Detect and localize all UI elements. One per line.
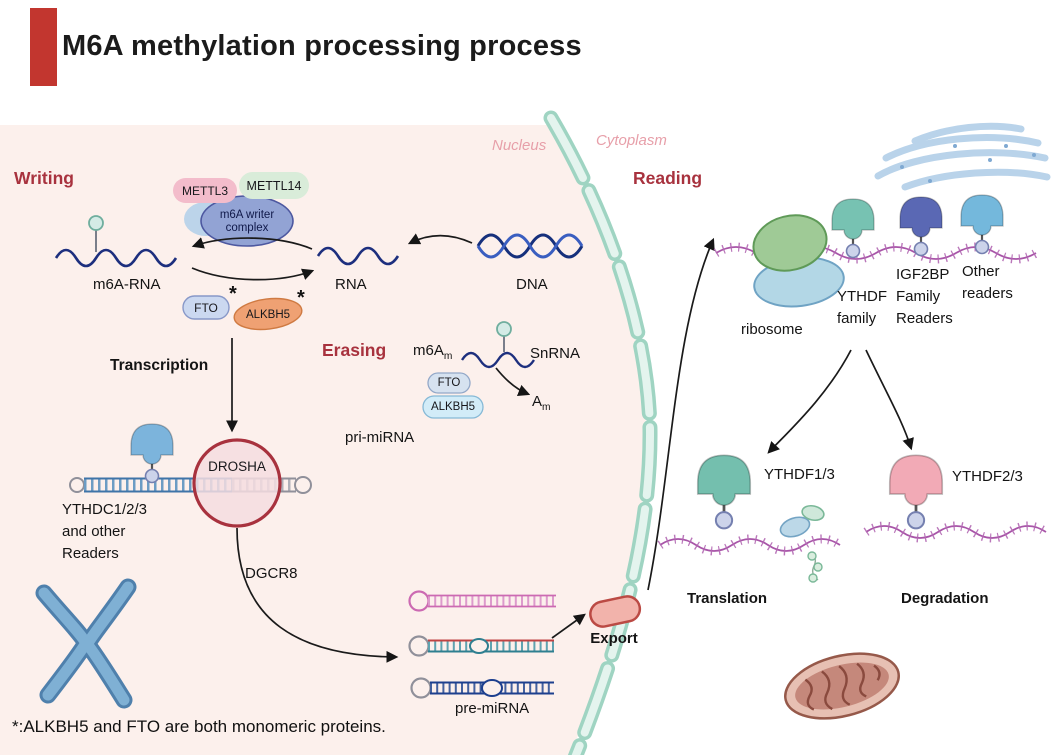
section-reading-label: Reading bbox=[633, 168, 703, 188]
degradation-scene bbox=[863, 521, 1049, 543]
alkbh5-label: ALKBH5 bbox=[245, 308, 291, 321]
chromosome-icon bbox=[35, 578, 137, 709]
am-label: Am bbox=[532, 393, 551, 413]
section-erasing-label: Erasing bbox=[322, 340, 387, 360]
arrow-dna-to-rna bbox=[407, 233, 473, 245]
fto-capsule bbox=[182, 295, 230, 320]
endoplasmic-reticulum-icon bbox=[874, 122, 1051, 191]
alkbh5-eraser-label: ALKBH5 bbox=[430, 401, 476, 413]
fto-eraser-label: FTO bbox=[437, 377, 461, 389]
fto-monomer-asterisk: * bbox=[229, 283, 237, 305]
ythdf13-reader-icon bbox=[696, 453, 752, 530]
er-ribosome-dots bbox=[900, 144, 1036, 183]
ythdf-family-label: YTHDF family bbox=[837, 288, 887, 327]
translation-scene bbox=[657, 504, 843, 583]
transcription-label: Transcription bbox=[110, 357, 209, 374]
arrow-to-export bbox=[551, 613, 586, 639]
arrow-export-to-cytoplasm bbox=[647, 237, 715, 591]
mettl14-label: METTL14 bbox=[246, 178, 302, 193]
rna-strand bbox=[316, 246, 400, 266]
rna-label: RNA bbox=[335, 276, 367, 293]
snrna-label: SnRNA bbox=[530, 345, 581, 362]
degradation-label: Degradation bbox=[901, 590, 989, 607]
title-accent-bar bbox=[30, 8, 57, 86]
mettl3-capsule bbox=[173, 178, 237, 203]
section-writing-label: Writing bbox=[14, 168, 74, 188]
export-channel bbox=[589, 595, 642, 628]
mettl14-capsule bbox=[239, 172, 309, 199]
dgcr8-label: DGCR8 bbox=[245, 565, 298, 582]
m6am-label: m6Am bbox=[413, 342, 453, 362]
footnote: *:ALKBH5 and FTO are both monomeric prot… bbox=[12, 717, 386, 736]
alkbh5-blob bbox=[233, 297, 303, 331]
erasing-snrna-shapes bbox=[422, 321, 536, 419]
ribosome-icon bbox=[752, 214, 845, 308]
dna-icon bbox=[476, 233, 584, 259]
fto-label: FTO bbox=[194, 300, 218, 315]
pri-mirna-structure bbox=[69, 438, 312, 528]
export-label: Export bbox=[590, 630, 638, 647]
pre-mirna-structures bbox=[408, 590, 556, 699]
eraser-shapes-writing bbox=[182, 295, 303, 331]
ythdf23-reader-icon bbox=[888, 453, 944, 530]
m6a-rna-label: m6A-RNA bbox=[93, 276, 161, 293]
arrow-rna-to-m6a bbox=[191, 237, 313, 250]
figure-title: M6A methylation processing process bbox=[62, 30, 582, 62]
ribosome-label: ribosome bbox=[741, 321, 803, 338]
igf2bp-readers-label: IGF2BP Family Readers bbox=[896, 266, 953, 327]
arrow-m6a-to-rna bbox=[191, 267, 315, 281]
pri-mirna-label: pri-miRNA bbox=[345, 429, 415, 446]
m6am-mark-icon bbox=[496, 321, 512, 337]
nucleus-label: Nucleus bbox=[492, 137, 547, 154]
mitochondria-icon bbox=[784, 652, 900, 720]
arrow-m6am-demethylation bbox=[495, 367, 531, 396]
cytoplasm-label: Cytoplasm bbox=[596, 132, 667, 149]
ythdf-family-reader-icon bbox=[830, 197, 876, 259]
alkbh5-2-capsule bbox=[422, 395, 484, 419]
writer-complex-label: m6A writer complex bbox=[219, 208, 275, 234]
translation-label: Translation bbox=[687, 590, 768, 607]
ythdf23-label: YTHDF2/3 bbox=[952, 468, 1023, 485]
arrow-to-translation bbox=[767, 349, 852, 454]
m6a-mark-icon bbox=[88, 215, 104, 231]
drosha-label: DROSHA bbox=[208, 458, 266, 474]
drosha-circle bbox=[192, 438, 282, 528]
arrow-dgcr8 bbox=[236, 527, 399, 663]
pre-mirna-label: pre-miRNA bbox=[455, 700, 530, 717]
fto2-capsule bbox=[427, 372, 471, 394]
mettl3-label: METTL3 bbox=[181, 183, 228, 198]
arrow-to-degradation bbox=[865, 349, 914, 451]
arrows bbox=[191, 233, 914, 663]
ythdf13-label: YTHDF1/3 bbox=[764, 466, 835, 483]
ythdc-readers-label: YTHDC1/2/3 and other Readers bbox=[62, 501, 148, 562]
nuclear-membrane-inner bbox=[547, 114, 655, 755]
dna-label: DNA bbox=[516, 276, 548, 293]
writer-complex-shapes bbox=[173, 172, 309, 247]
igf2bp-reader-icon bbox=[898, 195, 944, 257]
m6a-rna-strand bbox=[54, 215, 178, 268]
alkbh5-monomer-asterisk: * bbox=[297, 287, 305, 309]
other-readers-label: Other readers bbox=[962, 263, 1013, 302]
